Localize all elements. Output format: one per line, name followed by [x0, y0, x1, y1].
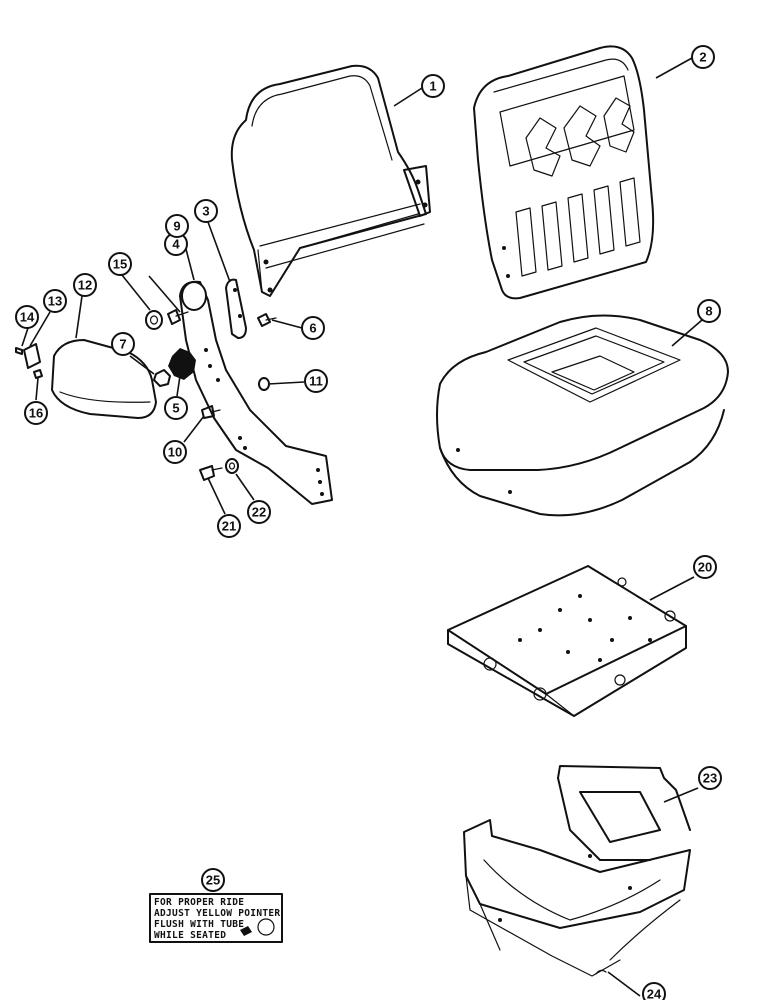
callout-13: 13 [43, 289, 67, 313]
svg-text:8: 8 [705, 304, 712, 319]
decal-line-1: FOR PROPER RIDE [154, 897, 244, 908]
decal-line-2: ADJUST YELLOW POINTER [154, 908, 280, 919]
armrest-pad [51, 339, 157, 419]
svg-text:12: 12 [78, 278, 92, 293]
callout-2: 2 [691, 45, 715, 69]
hardware [15, 309, 607, 975]
seat-back-frame [230, 64, 431, 297]
svg-text:10: 10 [168, 445, 182, 460]
svg-text:3: 3 [202, 204, 209, 219]
callout-10: 10 [163, 440, 187, 464]
svg-text:9: 9 [173, 219, 180, 234]
svg-text:5: 5 [172, 401, 179, 416]
svg-text:22: 22 [252, 505, 266, 520]
suspension-base-plate [447, 565, 687, 717]
seat-cushion [436, 314, 729, 517]
svg-text:11: 11 [309, 374, 323, 389]
callout-7: 7 [111, 332, 135, 356]
callout-24: 24 [642, 982, 666, 1000]
callout-20: 20 [693, 555, 717, 579]
svg-text:6: 6 [309, 321, 316, 336]
svg-text:20: 20 [698, 560, 712, 575]
callout-22: 22 [247, 500, 271, 524]
svg-text:21: 21 [222, 519, 236, 534]
svg-text:25: 25 [206, 873, 220, 888]
seat-back-cushion [473, 45, 655, 300]
callout-12: 12 [73, 273, 97, 297]
svg-text:24: 24 [647, 987, 662, 1000]
ride-adjust-decal: FOR PROPER RIDE ADJUST YELLOW POINTER FL… [149, 893, 283, 943]
callout-25: 25 [201, 868, 225, 892]
svg-text:23: 23 [703, 771, 717, 786]
mounting-plate [23, 343, 41, 369]
callout-15: 15 [108, 252, 132, 276]
leader-lines [21, 57, 703, 997]
svg-text:14: 14 [20, 310, 35, 325]
callout-8: 8 [697, 299, 721, 323]
callout-21: 21 [217, 514, 241, 538]
svg-text:13: 13 [48, 294, 62, 309]
callout-14: 14 [15, 305, 39, 329]
svg-text:4: 4 [172, 237, 180, 252]
link-strap [225, 278, 247, 339]
suspension-bellows [463, 765, 691, 977]
svg-text:7: 7 [119, 337, 126, 352]
callout-1: 1 [421, 74, 445, 98]
callout-11: 11 [304, 369, 328, 393]
decal-line-3: FLUSH WITH TUBE [154, 919, 244, 930]
svg-text:16: 16 [29, 406, 43, 421]
callout-16: 16 [24, 401, 48, 425]
callout-6: 6 [301, 316, 325, 340]
callout-9: 9 [165, 214, 189, 238]
callout-5: 5 [164, 396, 188, 420]
svg-text:1: 1 [429, 79, 436, 94]
svg-text:2: 2 [699, 50, 706, 65]
svg-text:15: 15 [113, 257, 127, 272]
callout-3: 3 [194, 199, 218, 223]
callout-23: 23 [698, 766, 722, 790]
decal-line-4: WHILE SEATED [154, 930, 226, 941]
armrest-support-bracket [179, 280, 333, 505]
